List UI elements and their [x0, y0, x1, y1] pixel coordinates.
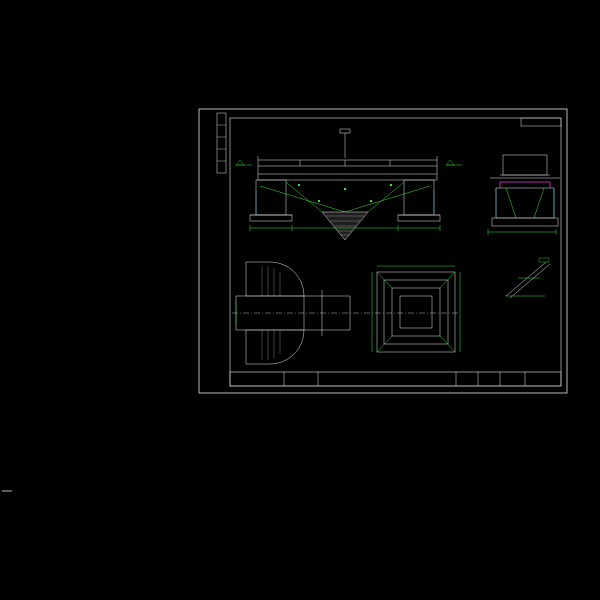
detail-sketch [505, 257, 551, 299]
elevation-view [235, 128, 462, 241]
title-block [229, 371, 562, 387]
vertical-stamp [216, 112, 227, 174]
sheet-outer-border [198, 108, 568, 394]
plan-view [232, 261, 460, 365]
sheet-inner-frame [229, 117, 562, 387]
side-section-view [487, 154, 560, 235]
railing-posts [257, 156, 438, 180]
top-right-label-box [520, 117, 562, 127]
box-detail-view [371, 265, 461, 353]
